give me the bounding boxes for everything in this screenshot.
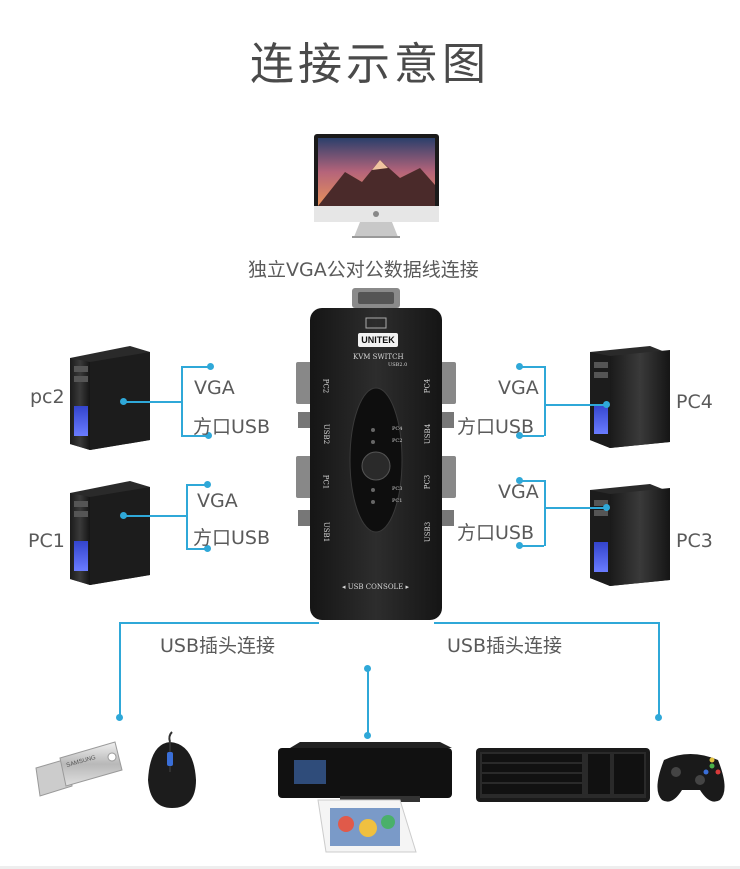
kvm-right-port-pc3: PC3 — [423, 474, 432, 490]
pc1-usb-label: 方口USB — [193, 527, 271, 549]
kvm-led-pc3: PC3 — [392, 486, 403, 492]
line-pc4-bot — [520, 435, 544, 437]
pc3-usb-label: 方口USB — [457, 522, 535, 544]
line-pc3-top — [520, 480, 544, 482]
line-pc1-top — [186, 484, 208, 486]
line-printer-v — [367, 668, 369, 736]
keyboard-icon — [476, 748, 650, 802]
dot-pc1-tower — [120, 512, 127, 519]
kvm-led-pc4: PC4 — [392, 426, 403, 432]
line-pc3-h — [544, 507, 606, 509]
pc4-tower-icon — [590, 346, 670, 448]
kvm-right-port-usb3: USB3 — [424, 521, 433, 543]
kvm-right-port-pc4: PC4 — [423, 378, 432, 394]
pc2-label: pc2 — [30, 386, 65, 408]
kvm-right-port-usb4: USB4 — [424, 423, 433, 445]
kvm-left-port-pc1: PC1 — [321, 474, 330, 490]
pc2-usb-label: 方口USB — [193, 416, 271, 438]
dot-printer-bot — [364, 732, 371, 739]
line-pc1-bot — [186, 548, 208, 550]
line-pc3-bot — [520, 545, 544, 547]
dot-pc3-tower — [603, 504, 610, 511]
dot-pc4-tower — [603, 401, 610, 408]
monitor-cable-label: 独立VGA公对公数据线连接 — [248, 259, 479, 281]
line-pc2-bot — [181, 435, 209, 437]
usb-flash-drive-icon — [35, 741, 123, 797]
pc1-label: PC1 — [28, 530, 65, 552]
pc2-tower-icon — [70, 346, 150, 450]
pc3-label: PC3 — [676, 530, 713, 552]
usb-plug-label-left: USB插头连接 — [160, 635, 276, 657]
line-pc4-top — [520, 366, 544, 368]
kvm-led-pc2: PC2 — [392, 438, 403, 444]
gamepad-icon — [657, 754, 725, 802]
line-pc1-h — [124, 515, 186, 517]
pc3-vga-label: VGA — [498, 481, 539, 503]
dot-pc3-bot — [516, 542, 523, 549]
mouse-icon — [148, 731, 196, 808]
kvm-left-port-usb2: USB2 — [322, 423, 331, 445]
line-pc1-vert — [186, 484, 188, 549]
pc3-tower-icon — [590, 484, 670, 586]
pc4-label: PC4 — [676, 391, 713, 413]
dot-pc2-tower — [120, 398, 127, 405]
dot-pc1-bot — [204, 545, 211, 552]
line-usb-right-v — [658, 622, 660, 718]
kvm-left-port-pc2: PC2 — [321, 378, 330, 394]
pc2-vga-label: VGA — [194, 377, 235, 399]
kvm-led-pc1: PC1 — [392, 498, 403, 504]
line-usb-right-h — [434, 622, 659, 624]
kvm-left-port-usb1: USB1 — [322, 521, 331, 543]
line-usb-left-h — [119, 622, 319, 624]
kvm-console-text: ◂ USB CONSOLE ▸ — [342, 583, 410, 591]
dot-printer-top — [364, 665, 371, 672]
dot-usb-right — [655, 714, 662, 721]
pc4-usb-label: 方口USB — [457, 416, 535, 438]
dot-pc3-top — [516, 477, 523, 484]
line-pc2-top — [181, 366, 211, 368]
line-pc4-vert — [544, 366, 546, 436]
line-pc3-vert — [544, 480, 546, 546]
pc1-vga-label: VGA — [197, 490, 238, 512]
footer-divider — [0, 866, 740, 869]
monitor-icon — [314, 134, 439, 238]
kvm-brand-logo: UNITEK — [358, 333, 398, 347]
dot-pc1-top — [204, 481, 211, 488]
dot-pc4-bot — [516, 432, 523, 439]
page-title: 连接示意图 — [250, 39, 490, 90]
printer-icon — [278, 742, 452, 853]
line-usb-left-v — [119, 622, 121, 718]
dot-usb-left — [116, 714, 123, 721]
dot-pc2-top — [207, 363, 214, 370]
dot-pc4-top — [516, 363, 523, 370]
dot-pc2-bot — [205, 432, 212, 439]
kvm-sub-text: USB2.0 — [388, 362, 408, 368]
usb-plug-label-right: USB插头连接 — [447, 635, 563, 657]
pc1-tower-icon — [70, 481, 150, 585]
line-pc2-h — [124, 401, 181, 403]
pc4-vga-label: VGA — [498, 377, 539, 399]
line-pc2-vert — [181, 366, 183, 436]
kvm-switch-icon — [296, 288, 456, 620]
line-pc4-h — [544, 404, 606, 406]
kvm-model-text: KVM SWITCH — [353, 353, 404, 361]
